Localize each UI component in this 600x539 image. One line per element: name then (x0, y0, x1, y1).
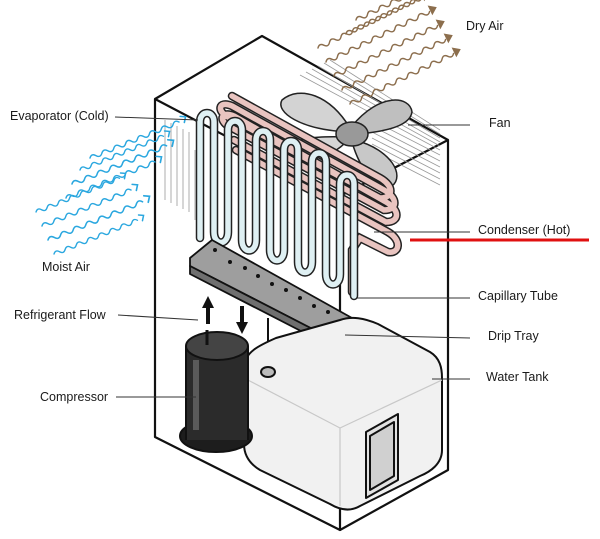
moist-air-wave (53, 214, 145, 255)
moist-air-wave (71, 138, 175, 185)
refrigerant-flow-arrows (202, 296, 248, 334)
label-capillary-tube: Capillary Tube (478, 289, 558, 303)
moist-air-wave (89, 115, 187, 159)
dry-air-wave (349, 47, 461, 105)
moist-air-wave (47, 194, 151, 241)
side-grille (371, 119, 441, 186)
label-refrigerant-flow: Refrigerant Flow (14, 308, 107, 322)
dry-air-wave (341, 33, 453, 91)
dry-air-wave (333, 19, 445, 77)
dry-air-arrows (317, 0, 461, 105)
dry-air-wave (355, 0, 461, 21)
label-compressor: Compressor (40, 390, 108, 404)
label-fan: Fan (489, 116, 511, 130)
label-drip-tray: Drip Tray (488, 329, 539, 343)
moist-air-wave (41, 183, 139, 227)
label-moist-air: Moist Air (42, 260, 90, 274)
moist-air-wave (65, 155, 163, 199)
fan-hub (335, 121, 369, 147)
label-water-tank: Water Tank (486, 370, 549, 384)
water-tank (243, 316, 443, 511)
moist-air-arrows (35, 115, 187, 255)
leader-lines (114, 116, 471, 398)
arrow-down-icon (236, 306, 248, 334)
compressor (179, 330, 253, 453)
tank-inlet (260, 366, 276, 378)
dry-air-wave (345, 0, 451, 35)
label-dry-air: Dry Air (466, 19, 504, 33)
arrow-up-icon (202, 296, 214, 324)
label-condenser: Condenser (Hot) (478, 223, 570, 237)
dry-air-wave (317, 0, 429, 49)
condenser-coil (216, 91, 402, 297)
evaporator-coil (195, 108, 359, 301)
water-drips (213, 248, 330, 314)
moist-air-wave (79, 130, 171, 171)
dry-air-wave (325, 5, 437, 63)
label-evaporator: Evaporator (Cold) (10, 109, 109, 123)
